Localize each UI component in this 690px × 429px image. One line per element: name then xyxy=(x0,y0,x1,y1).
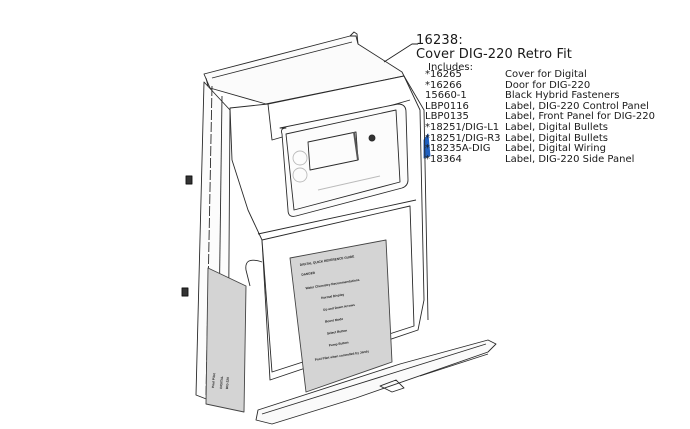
svg-text:Up and Down Arrows: Up and Down Arrows xyxy=(323,303,356,312)
top-rim xyxy=(203,35,405,105)
fastener-upper-icon xyxy=(185,175,193,185)
svg-text:DIGITAL: DIGITAL xyxy=(219,376,224,389)
base-tray xyxy=(255,339,497,425)
side-label xyxy=(205,267,247,413)
callout-leader-line xyxy=(383,43,418,63)
indicator-led-icon xyxy=(368,134,376,142)
callout-part-number: 16238: xyxy=(416,33,463,48)
quick-reference-guide-label xyxy=(289,239,393,393)
svg-text:Select Button: Select Button xyxy=(327,328,348,335)
svg-text:DANGER: DANGER xyxy=(301,271,316,277)
part-callout: 16238: Cover DIG-220 Retro Fit Includes: xyxy=(416,33,572,74)
callout-title: Cover DIG-220 Retro Fit xyxy=(416,47,572,62)
fastener-lower-icon xyxy=(181,287,189,297)
svg-text:Pump Button: Pump Button xyxy=(328,340,348,347)
parts-list-item: 15660-1 Black Hybrid Fasteners xyxy=(425,90,620,102)
svg-text:Pool Pilot: Pool Pilot xyxy=(211,372,216,388)
svg-text:DIG-220: DIG-220 xyxy=(225,377,230,390)
blue-accent-edge xyxy=(423,133,431,159)
svg-text:Normal Display: Normal Display xyxy=(321,292,345,300)
svg-text:Boost Mode: Boost Mode xyxy=(325,317,344,324)
includes-label: Includes: xyxy=(428,62,473,73)
